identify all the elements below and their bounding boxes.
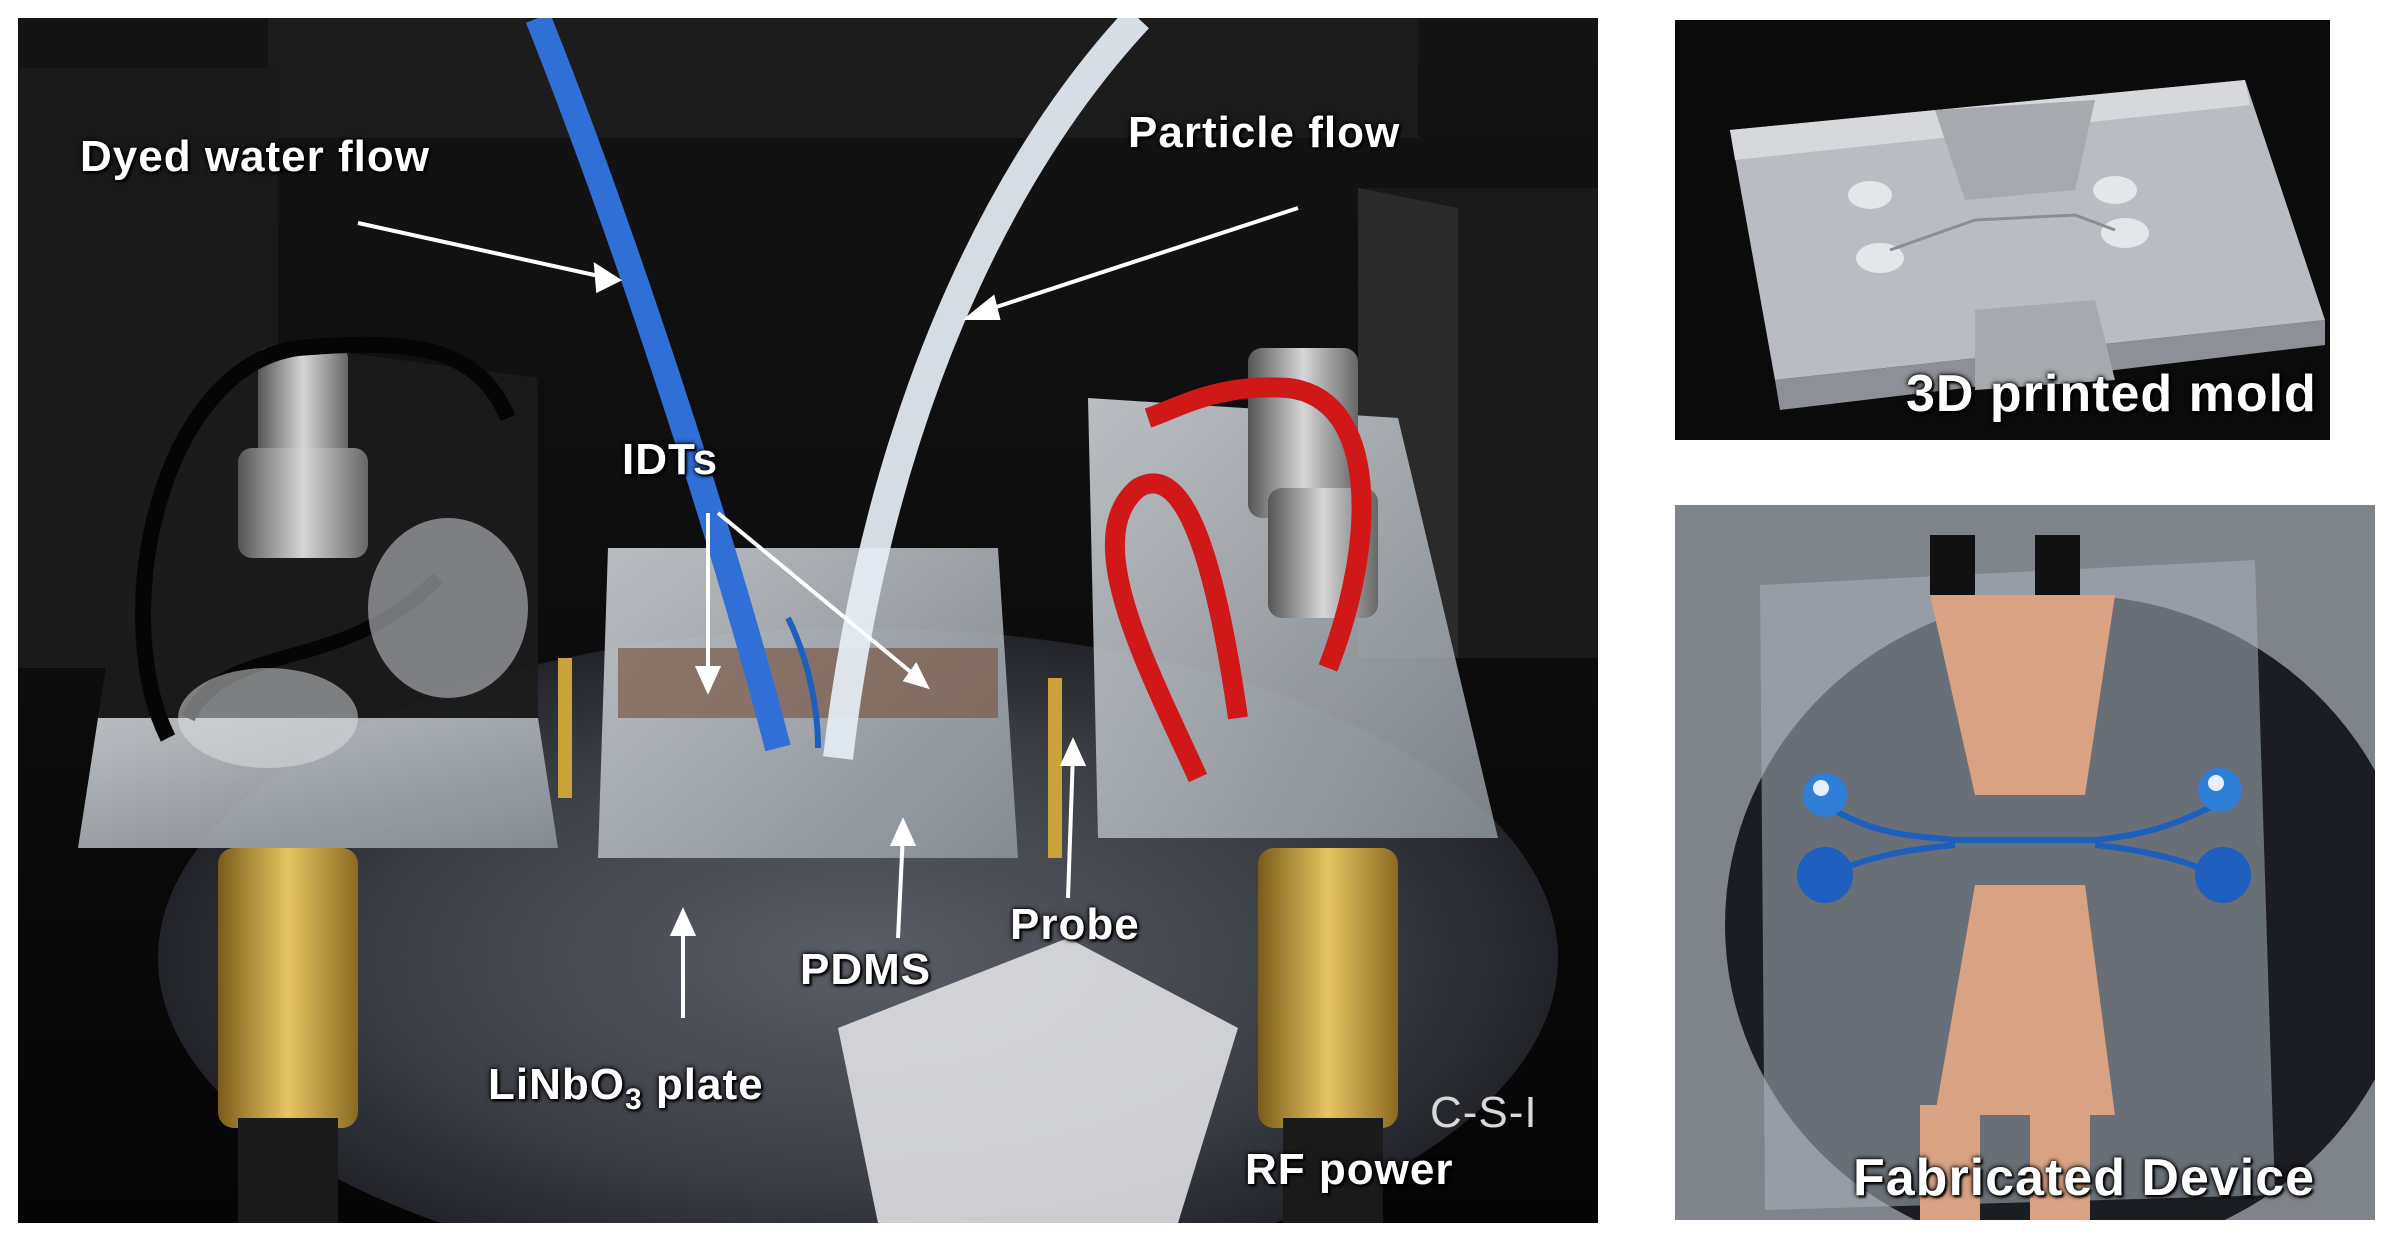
device-label: Fabricated Device — [1853, 1149, 2316, 1207]
probe-label: Probe — [1010, 900, 1140, 949]
dyed-water-flow-label: Dyed water flow — [80, 132, 430, 181]
mold-photo — [1730, 80, 2325, 410]
pdms-label: PDMS — [800, 945, 932, 994]
linbo3-plate-label: LiNbO3 plate — [488, 1060, 764, 1117]
main-photo-panel — [18, 18, 1598, 1223]
mold-label: 3D printed mold — [1906, 365, 2317, 423]
mold-photo-panel — [1675, 20, 2330, 440]
wafer-marking: C-S-I — [1430, 1088, 1538, 1137]
dyed-water-tube — [525, 18, 791, 752]
linbo3-subscript: 3 — [624, 1082, 643, 1116]
particle-flow-label: Particle flow — [1128, 108, 1401, 157]
particle-tube — [823, 18, 1149, 760]
linbo3-prefix: LiNbO — [488, 1060, 625, 1109]
idts-label: IDTs — [622, 435, 719, 484]
fabricated-device-photo — [1675, 505, 2375, 1220]
annotation-arrows — [357, 206, 1299, 1018]
linbo3-suffix: plate — [642, 1060, 764, 1109]
device-photo-panel — [1675, 505, 2375, 1220]
experimental-setup-photo — [18, 18, 1598, 1223]
rf-power-label: RF power — [1245, 1145, 1454, 1194]
